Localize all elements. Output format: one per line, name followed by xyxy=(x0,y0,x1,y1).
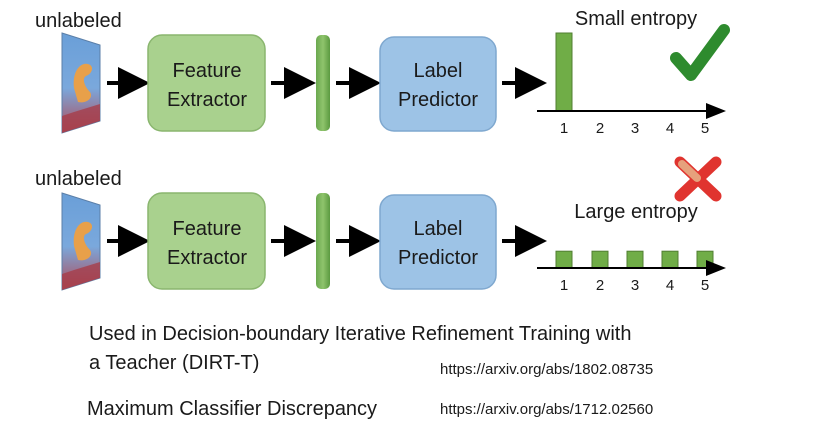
input-image xyxy=(61,192,101,291)
class-bar xyxy=(555,32,573,112)
row-large-entropy: unlabeled Feature Extractor Label Predic… xyxy=(35,156,726,294)
input-label: unlabeled xyxy=(35,168,122,190)
mcd-label: Maximum Classifier Discrepancy xyxy=(87,398,377,420)
entropy-label: Large entropy xyxy=(574,201,697,223)
label-predictor-label-line2: Predictor xyxy=(398,247,478,269)
class-bar xyxy=(591,250,609,269)
class-bar xyxy=(696,250,714,269)
label-predictor-label-line2: Predictor xyxy=(398,89,478,111)
x-axis-ticks: 1 2 3 4 5 xyxy=(560,120,709,137)
label-predictor-box: Label Predictor xyxy=(379,194,497,290)
feature-extractor-label-line1: Feature xyxy=(173,218,242,240)
mcd-paper-link[interactable]: https://arxiv.org/abs/1712.02560 xyxy=(440,401,653,418)
entropy-label: Small entropy xyxy=(575,8,697,30)
feature-vector xyxy=(316,193,330,289)
notes: Used in Decision-boundary Iterative Refi… xyxy=(87,323,653,420)
label-predictor-box: Label Predictor xyxy=(379,36,497,132)
feature-extractor-label-line1: Feature xyxy=(173,60,242,82)
x-axis-ticks: 1 2 3 4 5 xyxy=(560,277,709,294)
cross-mark-icon xyxy=(674,156,722,202)
input-label: unlabeled xyxy=(35,10,122,32)
feature-extractor-box: Feature Extractor xyxy=(147,34,266,132)
dirt-paper-link[interactable]: https://arxiv.org/abs/1802.08735 xyxy=(440,361,653,378)
feature-extractor-label-line2: Extractor xyxy=(167,89,247,111)
feature-extractor-box: Feature Extractor xyxy=(147,192,266,290)
label-predictor-label-line1: Label xyxy=(414,218,463,240)
row-small-entropy: unlabeled Feature Extractor Label Predic… xyxy=(35,8,730,137)
tick-label: 1 xyxy=(560,277,568,294)
tick-label: 1 xyxy=(560,120,568,137)
tick-label: 5 xyxy=(701,277,709,294)
tick-label: 2 xyxy=(596,277,604,294)
feature-vector xyxy=(316,35,330,131)
label-predictor-label-line1: Label xyxy=(414,60,463,82)
class-bar xyxy=(555,250,573,269)
class-bar xyxy=(661,250,679,269)
tick-label: 2 xyxy=(596,120,604,137)
input-image xyxy=(61,32,101,134)
dirt-description-line1: Used in Decision-boundary Iterative Refi… xyxy=(89,323,632,345)
tick-label: 3 xyxy=(631,277,639,294)
dirt-description-line2: a Teacher (DIRT-T) xyxy=(89,352,259,374)
class-bar xyxy=(626,250,644,269)
check-mark-icon xyxy=(670,24,730,81)
tick-label: 5 xyxy=(701,120,709,137)
class-distribution-chart xyxy=(555,32,573,112)
feature-extractor-label-line2: Extractor xyxy=(167,247,247,269)
class-distribution-chart xyxy=(555,250,714,269)
tick-label: 3 xyxy=(631,120,639,137)
tick-label: 4 xyxy=(666,120,674,137)
tick-label: 4 xyxy=(666,277,674,294)
